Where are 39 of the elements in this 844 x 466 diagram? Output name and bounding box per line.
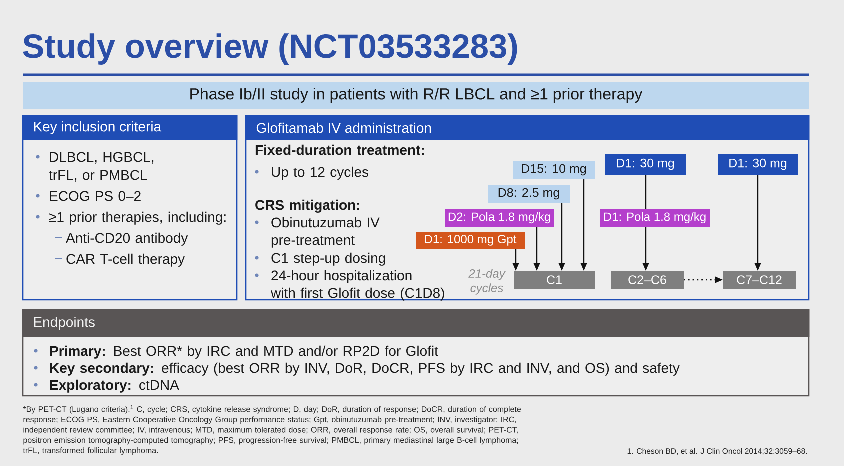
dose-box: D1: Pola 1.8 mg/kg — [600, 209, 710, 227]
bullet-text: C1 step-up dosing — [272, 252, 386, 266]
arrow — [534, 227, 540, 271]
arrow — [642, 227, 650, 271]
bullet-text: Primary: Best ORR* by IRC and MTD and/or RP2D for Glofit — [50, 346, 438, 359]
section-heading: CRS mitigation: — [256, 200, 360, 213]
bullet-text: DLBCL, HGBCL, trFL, or PMBCL — [49, 152, 154, 182]
dotted-arrow — [684, 276, 723, 284]
panel-header: Endpoints — [22, 309, 810, 337]
bullet-text: Obinutuzumab IV pre-treatment — [272, 217, 380, 248]
bullet-text: Anti-CD20 antibody — [66, 232, 188, 246]
panel-header: Glofitamab IV administration — [245, 115, 810, 140]
section-heading: Fixed-duration treatment: — [256, 144, 424, 156]
bullet-text: ≥1 prior therapies, including: — [49, 212, 226, 225]
arrow — [580, 179, 588, 271]
panel-header: Key inclusion criteria — [22, 115, 238, 140]
dose-box: D2: Pola 1.8 mg/kg — [445, 209, 554, 227]
info-banner: Phase Ib/II study in patients with R/R LBCL and ≥1 prior therapy — [23, 82, 809, 109]
footnote: *By PET-CT (Lugano criteria).$^{1}$ C, cycle; CRS, cytokine release syndrome; D, day; DoR, duration of response; DoCR, duration of complete response; ECOG PS, Eastern Cooperative Oncology Group performance status; Gpt, obinutuzumab pre-treatment; INV, investigator; IRC, independent review committee; IV, intravenous; MTD, maximum tolerated dose; ORR, overall response rate; OS, overall survival; PET-CT, positron emission tomography-computed tomography; PFS, progression-free survival; PMBCL, primary mediastinal large B-cell lymphoma; trFL, transformed follicular lymphoma. — [23, 405, 522, 455]
arrow — [754, 175, 762, 271]
dose-box: D1: 1000 mg Gpt — [416, 232, 525, 249]
bullet-text: CAR T-cell therapy — [66, 254, 185, 267]
bullet-text: ECOG PS 0–2 — [50, 191, 141, 202]
connector-line — [645, 175, 647, 209]
arrow — [558, 203, 566, 271]
bullet-text: Key secondary: efficacy (best ORR by INV, DoR, DoCR, PFS by IRC and INV, and OS) and safety — [50, 362, 680, 376]
cycle-box: C1 — [514, 271, 595, 289]
cycle-box: C7–C12 — [723, 271, 796, 289]
cycle-note: 21-day cycles — [468, 269, 506, 295]
dose-box: D8: 2.5 mg — [488, 185, 570, 203]
dose-box: D1: 30 mg — [605, 154, 686, 175]
cycle-box: C2–C6 — [611, 271, 684, 289]
bullet-text: Up to 12 cycles — [272, 166, 368, 180]
slide-title: Study overview (NCT03533283) — [23, 34, 518, 65]
bullet-text: Exploratory: ctDNA — [50, 380, 180, 393]
dose-box: D1: 30 mg — [718, 154, 798, 175]
bullet-text: 24-hour hospitalization with first Glofit dose (C1D8) — [271, 270, 444, 301]
dose-box: D15: 10 mg — [513, 161, 595, 179]
arrow — [512, 249, 520, 271]
